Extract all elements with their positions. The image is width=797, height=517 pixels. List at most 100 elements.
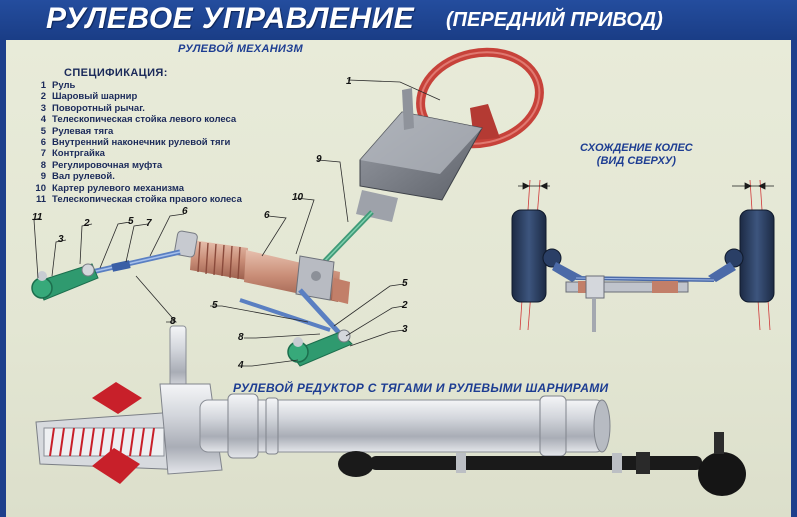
spec-item: 2 Шаровый шарнир [32,91,242,102]
tie-rod-inner-end [338,451,374,477]
right-wheel-tire [739,209,775,303]
steering-rack-assembly [174,230,350,304]
ignition-lever [402,88,414,130]
right-steering-knuckle [287,329,353,367]
left-tie-rod-highlight [91,251,181,273]
toe-rack [565,281,689,293]
tie-rod-clamp-right [612,453,622,473]
tie-rod-body [370,456,702,470]
gear-tube-end [593,399,611,453]
spec-item: 1 Руль [32,80,242,91]
spec-item-number: 3 [40,102,46,114]
spec-item-text: Телескопическая стойка правого колеса [52,193,242,205]
callout-7: 7 [146,218,152,229]
rack-right-boot [332,278,350,304]
toe-in-title-line1: СХОЖДЕНИЕ КОЛЕС [580,142,693,154]
gear-cutaway-red-bottom [92,448,140,484]
callout-9: 9 [316,154,322,165]
toe-pinion [585,275,605,299]
gear-tube-collar-left [227,393,259,459]
spec-item-text: Контргайка [52,148,105,160]
spec-item-number: 1 [40,80,46,91]
specification-heading: СПЕЦИФИКАЦИЯ: [64,67,168,79]
callout-10: 10 [292,192,304,203]
poster-subtitle: (ПЕРЕДНИЙ ПРИВОД) [446,9,663,31]
callout-2-left: 2 [83,218,90,229]
gear-tube-collar-right [539,395,567,457]
left-strut-bolt [37,271,47,281]
toe-left-arm [552,262,582,282]
rack-left-boot [190,240,248,280]
spec-item: 8 Регулировочная муфта [32,160,242,171]
spec-item: 9 Вал рулевой. [32,171,242,182]
specification-list: 1 Руль 2 Шаровый шарнир 3 Поворотный рычаг.… [32,80,242,205]
callout-5-lower-left: 5 [212,300,218,311]
callout-8-sleeve: 8 [170,316,176,327]
physical-tie-rod [338,432,746,496]
left-wheel-tire [511,209,547,303]
spec-item-text: Внутренний наконечник рулевой тяги [52,136,231,148]
toe-in-diagram [511,179,775,332]
toe-in-title: СХОЖДЕНИЕ КОЛЕС (ВИД СВЕРХУ) [580,142,693,168]
toe-in-arrows [518,182,774,190]
spec-item-text: Руль [52,80,76,91]
left-ball-joint [81,263,95,277]
spec-item-text: Регулировочная муфта [52,159,163,171]
lower-tie-rod [239,298,331,332]
tie-rod-clamp-left [456,453,466,473]
spec-item-text: Телескопическая стойка левого колеса [52,114,237,126]
spec-item: 7 Контргайка [32,148,242,159]
tie-rod-ball-stud [714,432,724,454]
callout-4: 4 [237,360,244,371]
steering-column-housing-top [360,112,482,174]
toe-in-title-line2: (ВИД СВЕРХУ) [596,155,676,167]
left-inner-tie-rod-end [174,230,198,258]
spec-item-number: 4 [40,114,46,126]
steering-gear-title: РУЛЕВОЙ РЕДУКТОР С ТЯГАМИ И РУЛЕВЫМИ ШАР… [233,381,609,395]
spec-item: 3 Поворотный рычаг. [32,103,242,114]
gear-pinion-shaft [169,325,187,393]
right-ball-joint [337,329,351,343]
steering-column-mount [356,190,398,222]
callout-leader-lines [33,79,441,367]
tie-rod-lock-nut [636,452,650,474]
steering-shaft-highlight [317,211,373,269]
spec-item-number: 2 [40,91,46,103]
right-tie-rod [298,288,344,338]
spec-item-number: 9 [40,171,46,183]
right-strut-bolt [293,337,303,347]
spec-item-number: 5 [40,125,46,137]
spec-item: 6 Внутренний наконечник рулевой тяги [32,137,242,148]
steering-wheel-rim-highlight [419,51,541,145]
callout-6-end: 6 [182,206,188,217]
toe-right-arm [708,262,736,282]
callout-5-upper-right: 5 [402,278,408,289]
toe-rack-right-boot [652,281,678,293]
spec-item-number: 10 [35,182,46,194]
spec-item-number: 6 [40,136,46,148]
spec-item-text: Поворотный рычаг. [52,102,145,114]
left-steering-knuckle [31,263,99,301]
mechanism-title: РУЛЕВОЙ МЕХАНИЗМ [178,43,303,55]
callout-2-right: 2 [401,300,408,311]
spec-item-text: Шаровый шарнир [52,91,138,103]
callout-5-left: 5 [128,216,134,227]
gear-tube-collar-mid [265,397,279,455]
spec-item-number: 8 [40,159,46,171]
physical-steering-gear [35,325,611,484]
callout-6-mechanism: 6 [264,210,270,221]
poster-title: РУЛЕВОЕ УПРАВЛЕНИЕ [46,2,415,35]
spec-item-text: Вал рулевой. [52,171,115,183]
spec-item: 4 Телескопическая стойка левого колеса [32,114,242,125]
callout-3-left: 3 [58,234,64,245]
callout-1: 1 [346,76,352,87]
spec-item-number: 11 [35,193,46,205]
spec-item-number: 7 [40,148,46,160]
spec-item: 11 Телескопическая стойка правого колеса [32,194,242,205]
callout-3-right: 3 [402,324,408,335]
tie-rod-outer-end [698,452,746,496]
left-adjusting-sleeve [111,260,131,272]
